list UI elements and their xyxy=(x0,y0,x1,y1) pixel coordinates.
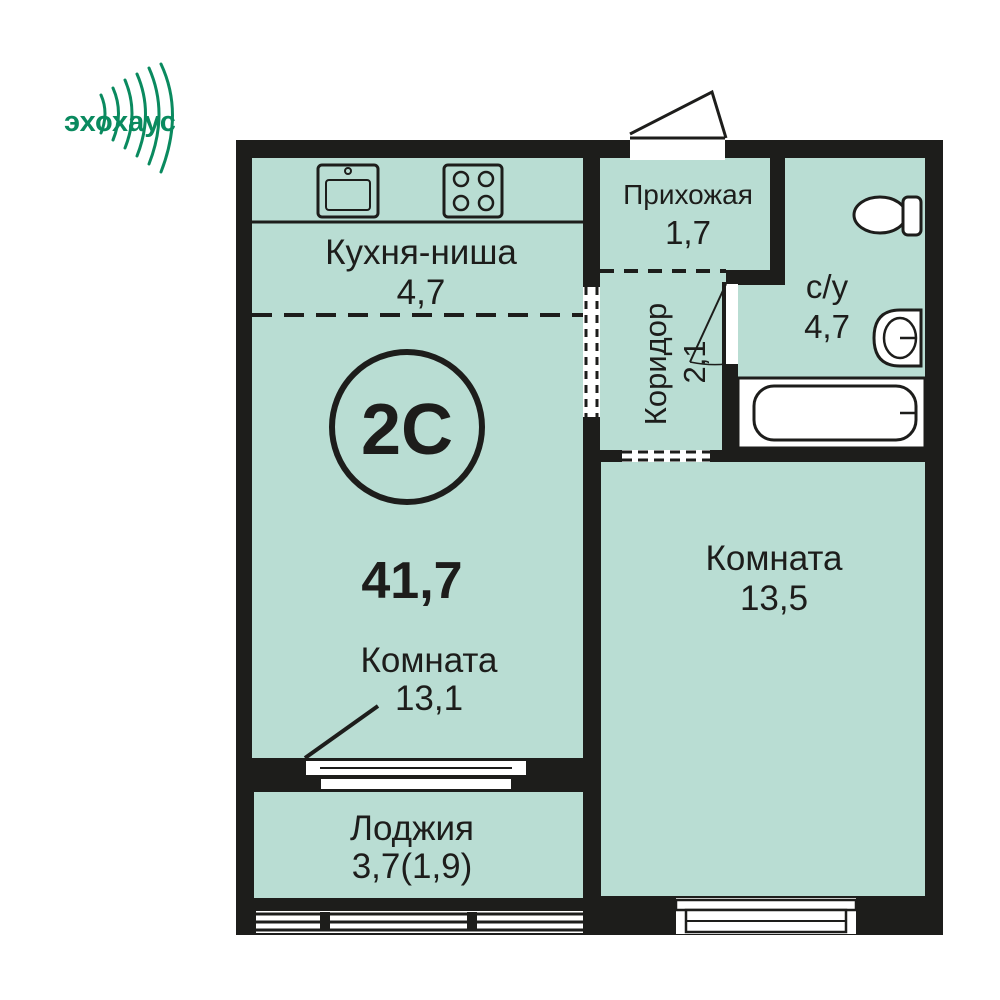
living-right-name: Комната xyxy=(705,539,843,578)
corridor-name: Коридор xyxy=(638,303,673,425)
opening-left-corridor xyxy=(583,287,600,417)
room-right-window xyxy=(674,898,858,934)
room-right-floor xyxy=(601,462,925,896)
washbasin-icon xyxy=(872,308,923,368)
living-left-area: 13,1 xyxy=(395,679,463,718)
hall-corridor-floor xyxy=(600,158,770,450)
bathtub-icon xyxy=(736,376,927,450)
toilet-icon xyxy=(852,195,923,237)
living-right-area: 13,5 xyxy=(740,579,808,618)
sound-wave-icon xyxy=(99,62,174,174)
loggia-name: Лоджия xyxy=(350,809,474,848)
kitchen-counter xyxy=(252,163,583,224)
living-left-name: Комната xyxy=(360,641,498,680)
loggia-area: 3,7(1,9) xyxy=(352,847,473,886)
corridor-area: 2,1 xyxy=(677,340,712,383)
loggia-floor xyxy=(254,792,583,898)
opening-corridor-room xyxy=(622,450,710,462)
sink-icon xyxy=(316,163,380,219)
apartment-type: 2С xyxy=(361,390,453,470)
total-area: 41,7 xyxy=(361,552,462,610)
brand-logo: эхохаус xyxy=(64,62,176,174)
apartment-type-badge: 2С xyxy=(329,349,485,505)
hallway-area: 1,7 xyxy=(665,214,711,251)
bathroom-door xyxy=(689,283,738,366)
room-left-floor xyxy=(252,158,583,758)
bathroom-area: 4,7 xyxy=(804,308,850,345)
stove-icon xyxy=(442,163,504,219)
loggia-door xyxy=(303,704,528,791)
entrance-door xyxy=(629,89,728,160)
kitchen-name: Кухня-ниша xyxy=(325,233,517,272)
loggia-window xyxy=(256,911,583,933)
kitchen-area: 4,7 xyxy=(397,273,446,312)
bathroom-name: с/у xyxy=(806,268,849,305)
hallway-name: Прихожая xyxy=(623,179,753,210)
